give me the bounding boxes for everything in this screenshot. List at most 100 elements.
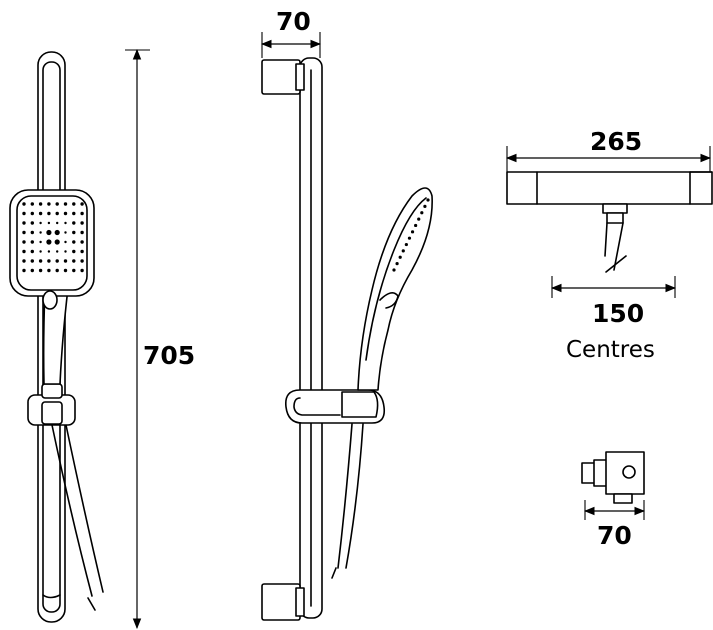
nozzle-dot bbox=[56, 250, 59, 253]
side-nozzle-dots bbox=[392, 198, 430, 272]
nozzle-dot bbox=[72, 202, 76, 206]
nozzle-dot bbox=[30, 240, 34, 244]
height-dimension: 705 bbox=[125, 48, 195, 630]
nozzle-dot bbox=[54, 229, 60, 236]
side-nozzle-dot bbox=[395, 262, 399, 266]
nozzle-dot bbox=[47, 202, 51, 206]
nozzle-dot bbox=[30, 221, 34, 225]
nozzle-dot bbox=[47, 250, 51, 253]
nozzle-dot bbox=[38, 211, 43, 216]
side-bottom-bracket bbox=[261, 583, 305, 621]
height-label: 705 bbox=[143, 341, 195, 370]
nozzle-dot bbox=[72, 211, 76, 216]
nozzle-dot bbox=[46, 239, 52, 245]
side-nozzle-dot bbox=[423, 204, 427, 208]
nozzle-dot bbox=[72, 221, 76, 225]
nozzle-dot bbox=[22, 202, 26, 206]
nozzle-dot bbox=[80, 230, 84, 235]
nozzle-dot bbox=[22, 240, 26, 244]
mixer-centres-value: 150 bbox=[592, 299, 644, 328]
nozzle-dot bbox=[64, 221, 67, 225]
nozzle-dot bbox=[47, 221, 51, 225]
nozzle-dot bbox=[22, 249, 26, 254]
nozzle-dot bbox=[80, 211, 84, 216]
mixer-centres-label: Centres bbox=[566, 337, 655, 363]
elbow-width-label: 70 bbox=[597, 521, 632, 550]
nozzle-dot bbox=[38, 259, 43, 263]
nozzle-dot bbox=[80, 268, 84, 273]
side-view bbox=[261, 57, 433, 621]
nozzle-dot bbox=[64, 240, 67, 244]
nozzle-dot bbox=[30, 211, 34, 216]
nozzle-dot bbox=[55, 202, 59, 206]
nozzle-dot bbox=[30, 268, 34, 273]
nozzle-dot bbox=[63, 211, 68, 216]
nozzle-grid bbox=[22, 202, 84, 273]
nozzle-dot bbox=[47, 268, 51, 273]
nozzle-dot bbox=[39, 240, 42, 244]
nozzle-dot bbox=[22, 230, 26, 235]
nozzle-dot bbox=[22, 259, 26, 263]
side-nozzle-dot bbox=[426, 198, 430, 202]
nozzle-dot bbox=[47, 211, 51, 216]
nozzle-dot bbox=[54, 239, 60, 245]
side-nozzle-dot bbox=[392, 268, 396, 272]
side-hose bbox=[331, 423, 364, 579]
mixer-view: 265 150 Centres bbox=[505, 127, 713, 363]
front-hose bbox=[51, 424, 104, 611]
side-nozzle-dot bbox=[404, 242, 408, 247]
side-nozzle-dot bbox=[398, 255, 402, 259]
nozzle-dot bbox=[80, 259, 84, 263]
nozzle-dot bbox=[72, 230, 76, 235]
nozzle-dot bbox=[80, 221, 84, 225]
nozzle-dot bbox=[55, 268, 59, 273]
nozzle-dot bbox=[30, 249, 34, 254]
nozzle-dot bbox=[72, 268, 76, 273]
nozzle-dot bbox=[22, 211, 26, 216]
nozzle-dot bbox=[72, 259, 76, 263]
nozzle-dot bbox=[56, 221, 59, 225]
bracket-width-label: 70 bbox=[276, 7, 311, 36]
mixer-width-label: 265 bbox=[590, 127, 642, 156]
elbow-view: 70 bbox=[581, 451, 646, 550]
nozzle-dot bbox=[72, 240, 76, 244]
nozzle-dot bbox=[80, 202, 84, 206]
nozzle-dot bbox=[64, 250, 67, 253]
front-slider-bracket bbox=[27, 383, 76, 426]
nozzle-dot bbox=[22, 221, 26, 225]
side-nozzle-dot bbox=[420, 211, 424, 215]
nozzle-dot bbox=[55, 211, 59, 216]
nozzle-dot bbox=[39, 231, 42, 234]
side-nozzle-dot bbox=[401, 249, 405, 253]
side-nozzle-dot bbox=[410, 230, 415, 234]
nozzle-dot bbox=[55, 259, 59, 263]
side-slider bbox=[284, 389, 386, 424]
side-top-bracket bbox=[261, 59, 305, 95]
nozzle-dot bbox=[80, 240, 84, 244]
nozzle-dot bbox=[38, 268, 43, 273]
nozzle-dot bbox=[72, 249, 76, 254]
side-rail bbox=[299, 57, 323, 619]
nozzle-dot bbox=[46, 229, 52, 236]
nozzle-dot bbox=[22, 268, 26, 273]
nozzle-dot bbox=[39, 221, 42, 225]
bracket-width-dimension: 70 bbox=[260, 7, 322, 58]
nozzle-dot bbox=[30, 230, 34, 235]
nozzle-dot bbox=[38, 202, 43, 206]
side-nozzle-dot bbox=[417, 217, 421, 221]
nozzle-dot bbox=[63, 259, 68, 263]
nozzle-dot bbox=[47, 259, 51, 263]
nozzle-dot bbox=[80, 249, 84, 254]
side-handset bbox=[357, 187, 433, 391]
side-nozzle-dot bbox=[414, 223, 418, 228]
front-handset bbox=[9, 189, 95, 385]
nozzle-dot bbox=[63, 268, 68, 273]
front-view bbox=[9, 51, 104, 623]
nozzle-dot bbox=[39, 250, 42, 253]
nozzle-dot bbox=[30, 202, 34, 206]
nozzle-dot bbox=[63, 202, 68, 206]
side-nozzle-dot bbox=[407, 236, 412, 240]
nozzle-dot bbox=[64, 231, 67, 234]
nozzle-dot bbox=[30, 259, 34, 263]
